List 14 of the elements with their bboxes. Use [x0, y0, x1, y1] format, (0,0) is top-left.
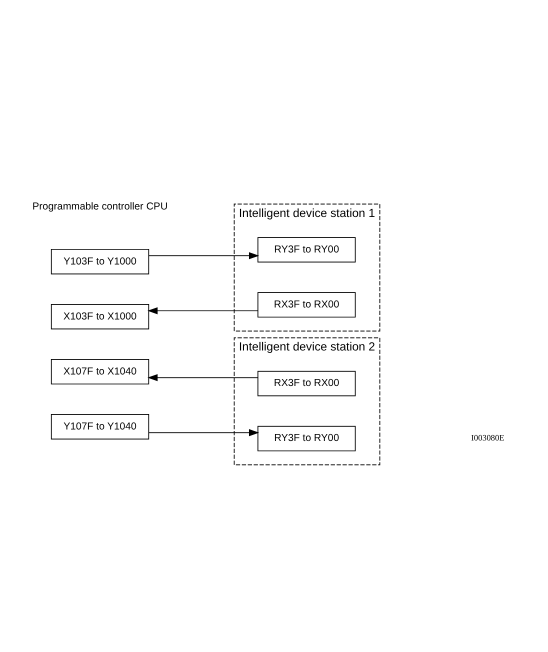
node-box: RX3F to RX00: [258, 292, 356, 318]
arrow: [147, 307, 258, 314]
arrow: [147, 374, 258, 382]
label: Programmable controller CPU: [32, 201, 168, 212]
node-box: X107F to X1040: [50, 359, 150, 384]
arrow: [148, 429, 260, 436]
node-box: X103F to X1000: [50, 304, 150, 330]
node-box: RX3F to RX00: [258, 370, 356, 396]
arrow: [148, 252, 260, 260]
node-box: RY3F to RY00: [258, 237, 356, 262]
node-box: Y103F to Y1000: [50, 248, 150, 274]
node-box: Y107F to Y1040: [50, 414, 150, 440]
node-box: RY3F to RY00: [258, 426, 356, 452]
label: I003080E: [471, 432, 504, 443]
